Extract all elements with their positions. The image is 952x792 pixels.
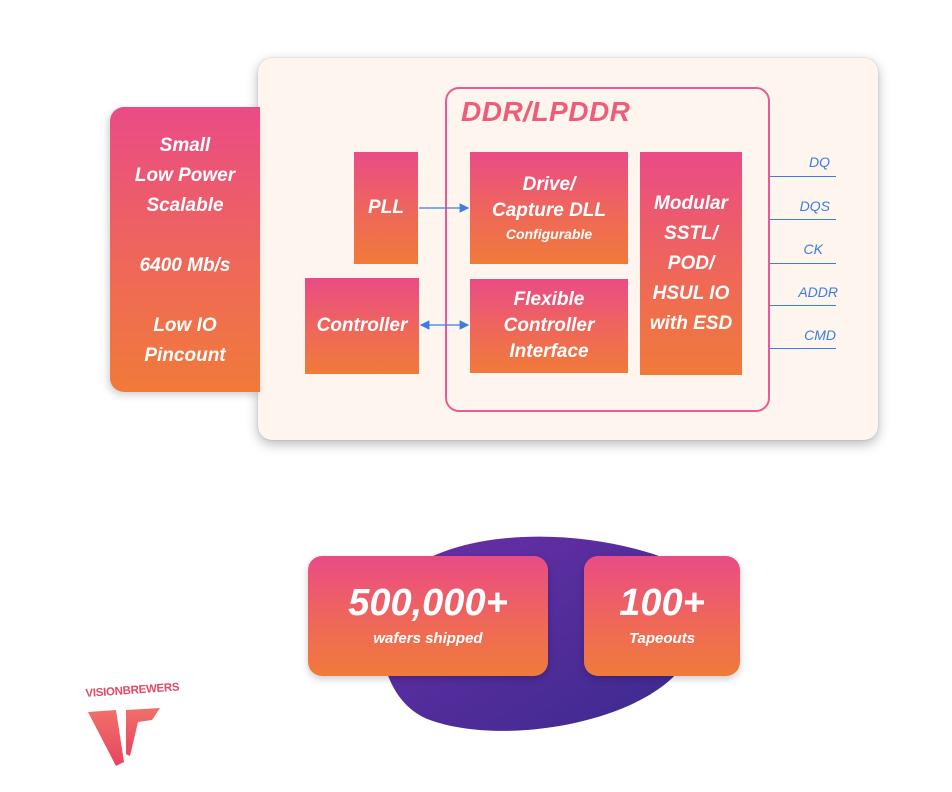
- ddr-title: DDR/LPDDR: [461, 96, 631, 127]
- io-line2: SSTL/: [664, 222, 718, 244]
- signal-dq-line: [770, 176, 836, 177]
- controller-label: Controller: [316, 315, 408, 336]
- feature-small: Small: [159, 135, 211, 156]
- stat-wafers-label: wafers shipped: [373, 630, 483, 647]
- dll-line3: Configurable: [505, 226, 593, 242]
- feature-low-power: Low Power: [134, 165, 236, 186]
- pll-block: PLL: [354, 152, 418, 264]
- signal-dqs: DQS: [799, 198, 830, 214]
- visionbrewers-logo: VISIONBREWERS: [85, 681, 180, 770]
- interface-line3: Interface: [509, 341, 589, 362]
- io-line5: with ESD: [649, 312, 733, 334]
- stat-tapeouts-label: Tapeouts: [628, 630, 696, 647]
- signal-addr-line: [770, 305, 836, 306]
- signal-ck: CK: [803, 241, 823, 257]
- stat-tapeouts-card: 100+ Tapeouts: [584, 556, 740, 676]
- logo-mark-icon: [88, 708, 160, 766]
- feature-low-io: Low IO: [153, 315, 217, 336]
- signal-dqs-line: [770, 219, 836, 220]
- dll-line2: Capture DLL: [492, 200, 606, 221]
- stat-wafers-card: 500,000+ wafers shipped: [308, 556, 548, 676]
- dll-block: Drive/ Capture DLL Configurable: [470, 152, 628, 264]
- ddr-phy-frame: [445, 87, 770, 412]
- io-line3: POD/: [667, 252, 715, 274]
- interface-line2: Controller: [503, 315, 595, 336]
- controller-interface-block: Flexible Controller Interface: [470, 279, 628, 373]
- signal-cmd-line: [770, 348, 836, 349]
- io-block: Modular SSTL/ POD/ HSUL IO with ESD: [640, 152, 742, 375]
- stat-wafers-value: 500,000+: [348, 582, 508, 624]
- stat-tapeouts-value: 100+: [619, 582, 705, 624]
- controller-block: Controller: [305, 278, 419, 374]
- io-line4: HSUL IO: [652, 282, 730, 304]
- interface-line1: Flexible: [513, 289, 585, 310]
- signal-ck-line: [770, 263, 836, 264]
- dll-line1: Drive/: [522, 174, 576, 195]
- signal-addr: ADDR: [798, 284, 838, 300]
- feature-pincount: Pincount: [144, 345, 226, 366]
- signal-cmd: CMD: [804, 327, 836, 343]
- features-panel: Small Low Power Scalable 6400 Mb/s Low I…: [110, 107, 260, 392]
- io-line1: Modular: [654, 192, 728, 214]
- pll-label: PLL: [368, 197, 404, 218]
- feature-scalable: Scalable: [146, 195, 224, 216]
- feature-data-rate: 6400 Mb/s: [139, 255, 231, 276]
- signal-dq: DQ: [809, 154, 830, 170]
